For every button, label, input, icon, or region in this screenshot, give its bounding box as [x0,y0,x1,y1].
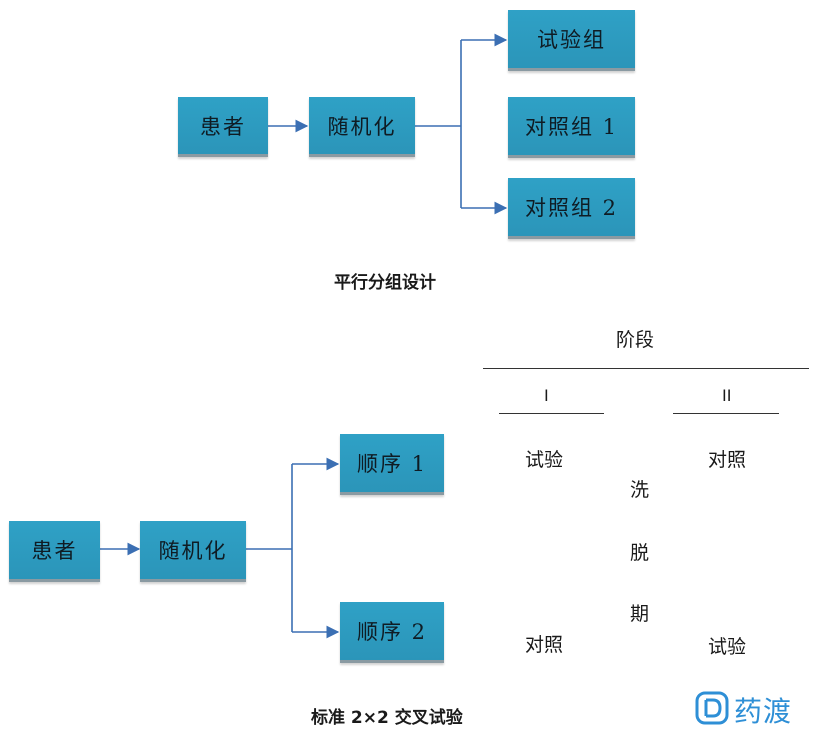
trial-group-box: 试验组 [508,10,635,71]
sequence-2-label: 顺序 2 [356,620,428,644]
stage-2-label: II [722,386,732,405]
washout-char-2: 脱 [630,542,650,564]
yaodu-logo-text: 药渡 [734,695,793,728]
sequence-1-box: 顺序 1 [340,434,444,495]
seq2-stage2-text: 试验 [708,636,747,658]
crossover-design-caption: 标准 2×2 交叉试验 [311,708,463,728]
sequence-2-box: 顺序 2 [340,602,444,663]
control-group-1-label: 对照组 1 [524,115,619,139]
sequence-1-label: 顺序 1 [356,452,428,476]
control-group-2-box: 对照组 2 [508,178,635,239]
yaodu-logo: 药渡 [694,690,792,730]
yaodu-logo-icon [694,690,730,730]
randomize-box: 随机化 [309,97,415,157]
stage-header: 阶段 [616,329,655,351]
patient-label: 患者 [200,114,246,139]
control-group-2-label: 对照组 2 [524,196,619,220]
seq2-stage1-text: 对照 [525,634,564,656]
stage-header-rule [483,368,809,369]
seq1-stage1-text: 试验 [525,449,564,471]
patient-label-2: 患者 [31,539,78,563]
patient-box-2: 患者 [9,521,100,582]
randomize-label: 随机化 [327,114,397,139]
washout-char-1: 洗 [630,479,650,501]
parallel-design-caption: 平行分组设计 [334,273,436,293]
stage-1-rule [499,413,604,414]
stage-1-label: I [544,386,549,405]
control-group-1-box: 对照组 1 [508,97,635,158]
seq1-stage2-text: 对照 [708,449,747,471]
washout-char-3: 期 [630,603,650,625]
randomize-box-2: 随机化 [140,521,246,582]
patient-box: 患者 [178,97,268,157]
stage-2-rule [673,413,779,414]
randomize-label-2: 随机化 [158,539,228,563]
trial-group-label: 试验组 [537,28,606,52]
